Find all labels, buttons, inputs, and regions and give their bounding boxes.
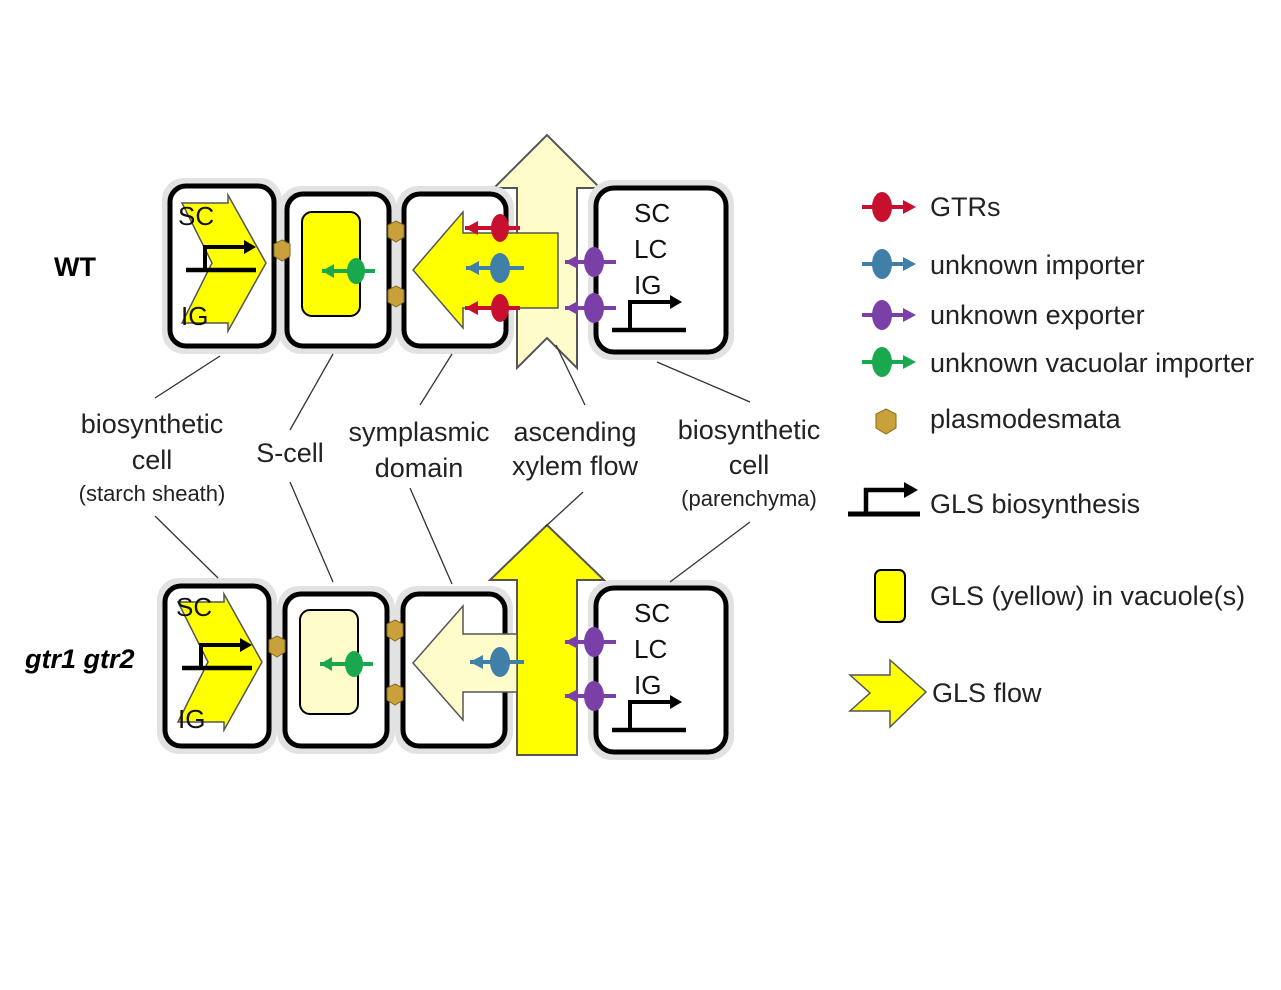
legend-importer-icon: [862, 249, 916, 279]
legend-flow-icon: [848, 658, 928, 729]
legend-plasmodesmata-icon: [875, 408, 897, 435]
mutant-biosynthetic-cell-left: SC IG: [157, 578, 277, 754]
legend-importer-label: unknown importer: [930, 250, 1145, 280]
wt-s-cell: [279, 186, 397, 354]
mutant-row-label: gtr1 gtr2: [24, 644, 135, 674]
label-biosynthetic-left-1: biosynthetic: [81, 409, 224, 439]
label-symplasmic-1: symplasmic: [348, 417, 489, 447]
mutant-importer: [470, 647, 524, 677]
legend-vacuolar-label: unknown vacuolar importer: [930, 348, 1254, 378]
wt-vacuolar-importer: [322, 258, 375, 284]
label-xylem-2: xylem flow: [512, 451, 639, 481]
label-symplasmic-2: domain: [375, 453, 464, 483]
wt-row-label: WT: [54, 252, 96, 282]
mutant-right-ig-label: IG: [634, 670, 661, 700]
mutant-plasmodesmata: [268, 619, 404, 706]
wt-right-sc-label: SC: [634, 198, 670, 228]
wt-biosynthetic-cell-left: SC IG: [162, 178, 282, 354]
wt-gtr-bottom: [465, 294, 520, 322]
legend-exporter-label: unknown exporter: [930, 300, 1145, 330]
wt-left-biosynthesis-icon: [186, 240, 256, 273]
mutant-right-biosynthesis-icon: [612, 695, 686, 733]
wt-left-ig-label: IG: [181, 301, 208, 331]
mutant-gls-flow-arrow-center: [412, 604, 518, 722]
mutant-exporter-bottom: [565, 681, 616, 711]
mutant-right-sc-label: SC: [634, 598, 670, 628]
wt-exporter-top: [565, 247, 616, 277]
leader-lines: [154, 344, 751, 585]
mutant-gls-flow-arrow-left: [176, 591, 263, 733]
mutant-right-lc-label: LC: [634, 634, 667, 664]
label-biosynthetic-left-2: cell: [132, 445, 173, 475]
wt-row: SC IG: [162, 133, 734, 371]
wt-gtr-top: [465, 214, 520, 242]
legend-biosynthesis-icon: [848, 482, 920, 517]
wt-plasmodesmata: [273, 220, 405, 308]
wt-right-biosynthesis-icon: [612, 295, 686, 333]
legend-vacuolar-icon: [862, 347, 916, 377]
legend-exporter-icon: [862, 300, 916, 330]
mutant-s-cell: [277, 586, 395, 754]
legend-gtr-icon: [862, 192, 916, 222]
label-biosynthetic-right-3: (parenchyma): [681, 486, 817, 511]
wt-gls-flow-arrow-left: [180, 192, 267, 334]
legend-plasmodesmata-label: plasmodesmata: [930, 404, 1122, 434]
wt-importer: [466, 253, 524, 283]
label-biosynthetic-right-2: cell: [729, 450, 770, 480]
wt-biosynthetic-cell-right: SC LC IG: [588, 180, 734, 360]
mutant-left-biosynthesis-icon: [182, 638, 252, 671]
legend-biosynthesis-label: GLS biosynthesis: [930, 489, 1140, 519]
legend-gtrs-label: GTRs: [930, 192, 1001, 222]
mutant-row: SC IG: [157, 523, 734, 760]
label-s-cell: S-cell: [256, 438, 324, 468]
mutant-exporter-top: [565, 627, 616, 657]
wt-right-lc-label: LC: [634, 234, 667, 264]
mutant-vacuolar-importer: [320, 651, 373, 677]
wt-left-sc-label: SC: [178, 201, 214, 231]
wt-exporter-bottom: [565, 293, 616, 323]
mutant-left-sc-label: SC: [176, 592, 212, 622]
mutant-left-ig-label: IG: [178, 704, 205, 734]
legend-flow-label: GLS flow: [932, 678, 1042, 708]
wt-right-ig-label: IG: [634, 270, 661, 300]
legend-vacuole-icon: [874, 569, 906, 623]
label-biosynthetic-right-1: biosynthetic: [678, 415, 821, 445]
legend: GTRs unknown importer unknown exporter u…: [848, 192, 1254, 729]
label-xylem-1: ascending: [513, 417, 636, 447]
label-biosynthetic-left-3: (starch sheath): [79, 481, 226, 506]
mutant-biosynthetic-cell-right: SC LC IG: [588, 580, 734, 760]
legend-vacuole-label: GLS (yellow) in vacuole(s): [930, 581, 1245, 611]
